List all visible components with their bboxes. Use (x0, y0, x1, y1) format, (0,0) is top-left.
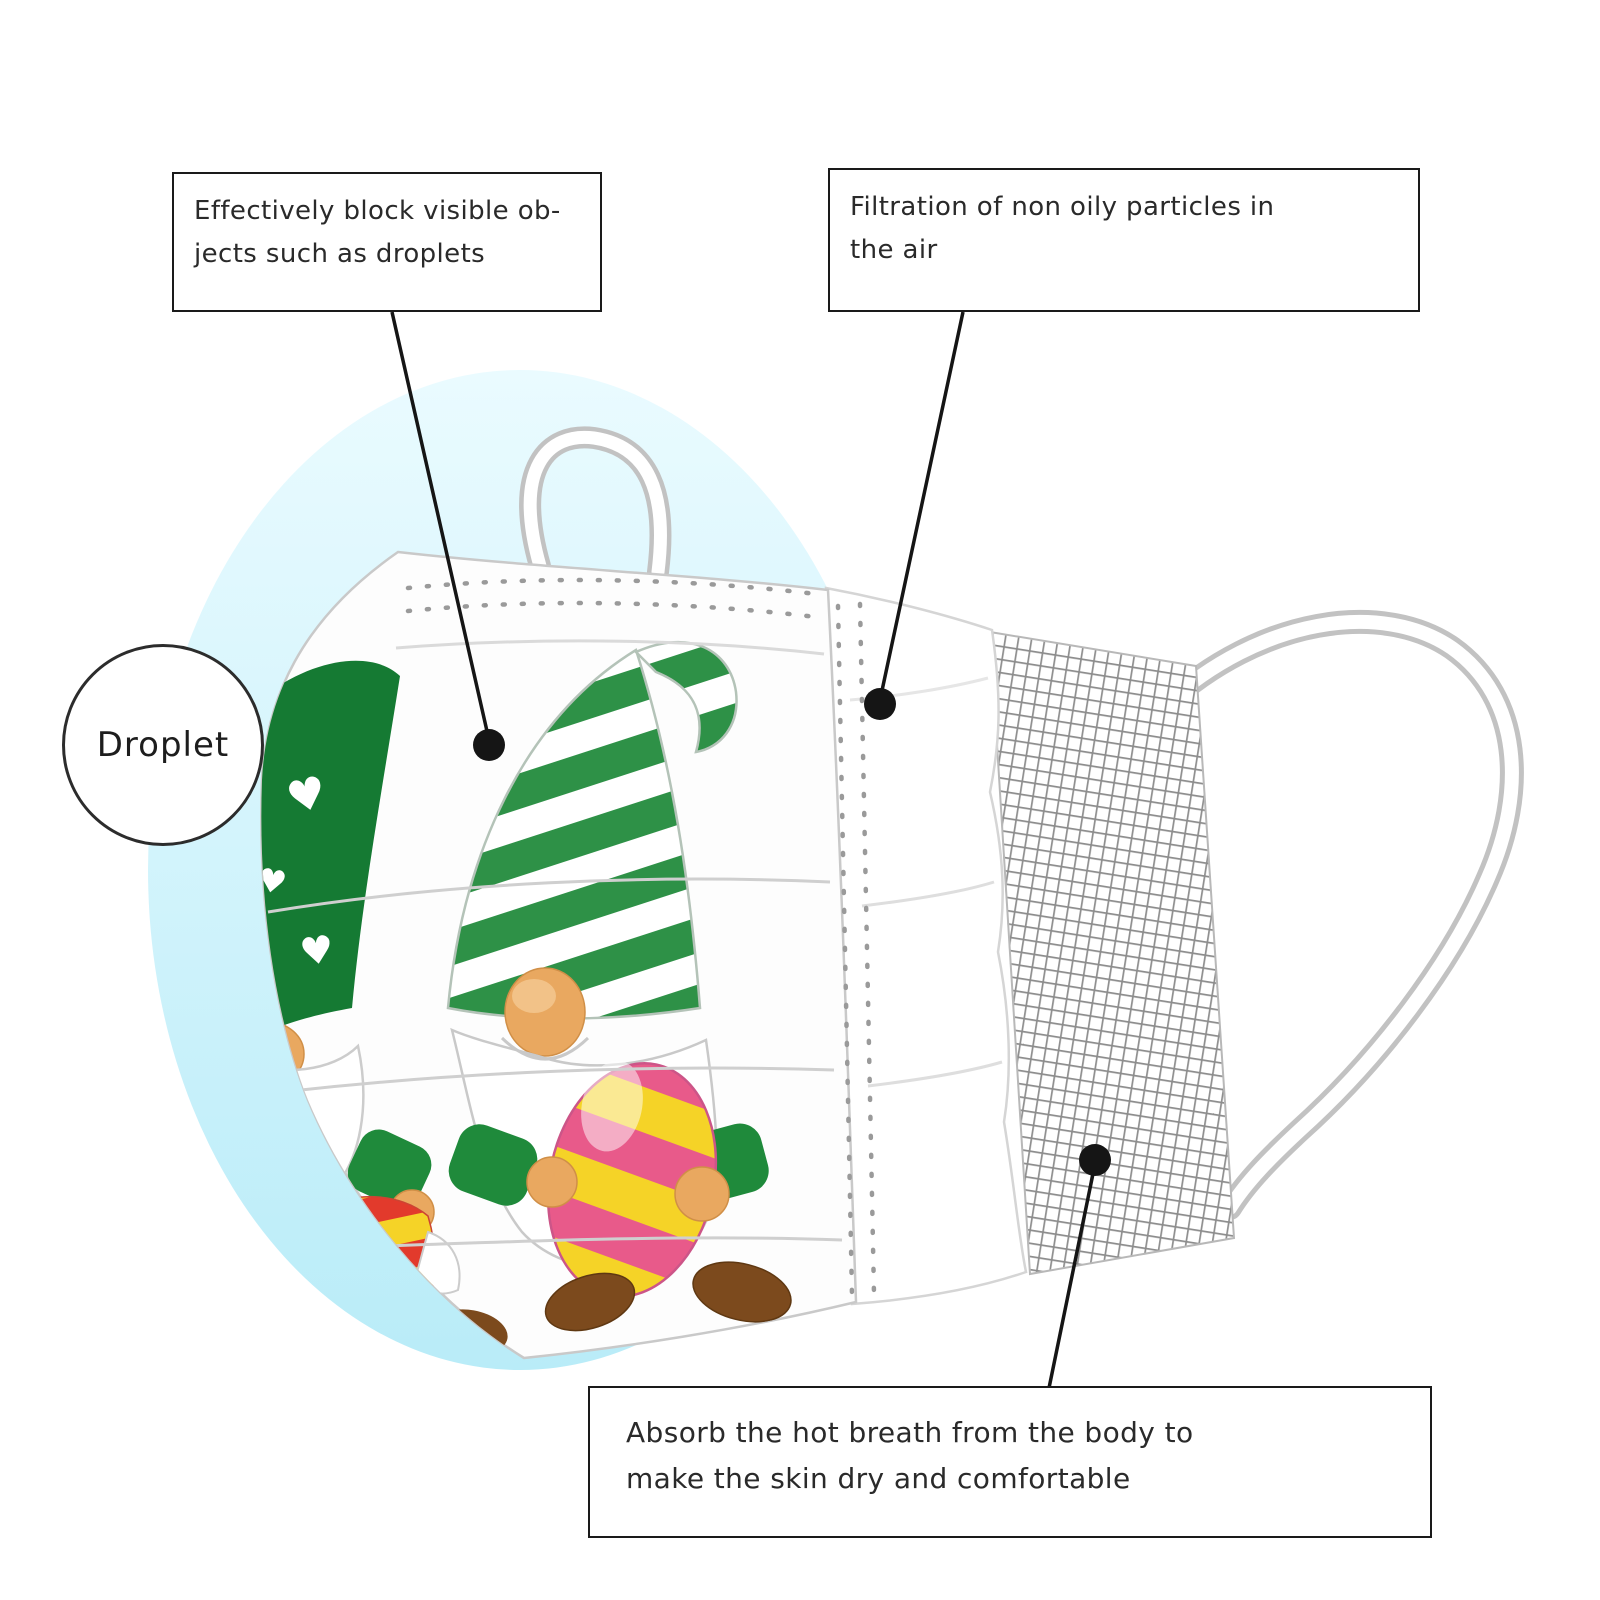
heart-icon: ♥ (297, 927, 337, 975)
callout-dot-block-droplets (473, 729, 505, 761)
mask-layer-inner-mesh (988, 630, 1236, 1276)
callout-dot-filtration (864, 688, 896, 720)
stitch-lines-top (405, 577, 819, 620)
center-gnome-foot-left (544, 1272, 636, 1332)
callout-text: Absorb the hot breath from the body to (626, 1416, 1194, 1449)
callout-text: make the skin dry and comfortable (626, 1462, 1131, 1496)
callout-text: jects such as droplets (194, 238, 486, 269)
egg-sheen (581, 1060, 643, 1152)
leader-line-block-droplets (390, 311, 491, 741)
callout-dots (473, 688, 1111, 1176)
callout-text: the air (850, 234, 938, 265)
center-gnome-foot-right (692, 1261, 792, 1323)
callout-leaders (390, 311, 1097, 1389)
leader-line-filtration (878, 311, 965, 701)
center-gnome-sleeve-left (448, 1124, 538, 1206)
mask-layer-middle (824, 586, 1028, 1306)
callout-box-absorb: Absorb the hot breath from the body to m… (588, 1386, 1432, 1538)
droplet-label-circle: Droplet (62, 644, 264, 846)
left-gnome-hat (261, 660, 400, 1030)
center-gnome-nose (504, 967, 586, 1057)
leader-line-absorb (1047, 1163, 1097, 1389)
ear-loop-right (1153, 609, 1524, 1220)
center-gnome-hand-right (674, 1166, 730, 1222)
callout-text: Filtration of non oily particles in (850, 192, 1275, 222)
callout-box-filtration: Filtration of non oily particles in the … (828, 168, 1420, 312)
center-gnome-mustache (500, 1036, 590, 1061)
ear-loop-left (519, 426, 672, 583)
callout-text: Effectively block visible ob- (194, 196, 561, 226)
callout-box-block-droplets: Effectively block visible ob- jects such… (172, 172, 602, 312)
center-gnome-nose-highlight (512, 979, 556, 1013)
center-gnome-hand-left (526, 1156, 578, 1208)
stitch-lines-right (835, 601, 877, 1299)
small-gnome-sleeve (347, 1129, 432, 1209)
pleat-lines (267, 639, 843, 1250)
center-gnome-hat (446, 648, 702, 1020)
callout-dot-absorb (1079, 1144, 1111, 1176)
droplet-label: Droplet (96, 725, 230, 765)
